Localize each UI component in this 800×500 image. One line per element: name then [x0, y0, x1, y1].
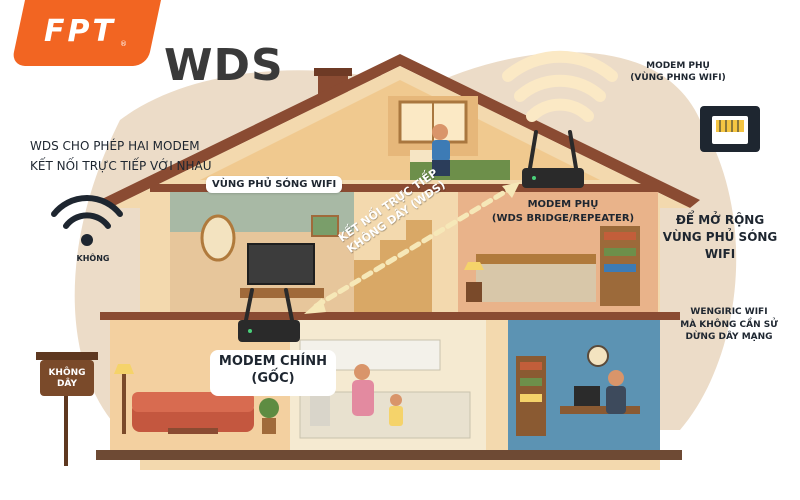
tv	[247, 243, 315, 285]
secondary-modem-line-2: (WDS BRIDGE/REPEATER)	[491, 212, 635, 224]
router-icon	[522, 130, 584, 188]
secondary-modem-label: MODEM PHỤ (WDS BRIDGE/REPEATER)	[488, 198, 638, 234]
right-top-line-2: (VÙNG PHNG WIFI)	[630, 73, 726, 84]
sign-line-2: DÂY	[56, 379, 78, 390]
wifi-caption: KHÔNG	[76, 254, 110, 263]
right-middle-line-3: WIFI	[704, 246, 736, 261]
ethernet-port-icon	[700, 106, 760, 152]
right-bottom-line-3: DỪNG DÂY MẠNG	[685, 332, 773, 343]
upper-floor-divider	[150, 184, 660, 192]
main-modem-line-2: (GỐC)	[251, 370, 295, 386]
right-bottom-caption: WENGIRIC WIFI MÀ KHÔNG CẦN SỬ DỪNG DÂY M…	[664, 306, 794, 344]
sign-text: KHÔNG DÂY	[42, 368, 92, 391]
page-title: WDS	[164, 40, 284, 91]
foundation	[96, 450, 682, 460]
logo-registered-mark: ®	[120, 40, 127, 48]
right-top-line-1: MODEM PHỤ	[646, 61, 710, 71]
right-middle-caption: ĐỂ MỞ RỘNG VÙNG PHỦ SÓNG WIFI	[652, 212, 788, 262]
fpt-logo-text: FPT	[44, 14, 116, 49]
secondary-modem-line-1: MODEM PHỤ	[527, 199, 599, 210]
mirror	[200, 214, 236, 262]
ground-floor-divider	[100, 312, 680, 320]
description: WDS CHO PHÉP HAI MODEM KẾT NỐI TRỰC TIẾP…	[30, 136, 212, 177]
stairs	[354, 220, 432, 312]
description-line-1: WDS CHO PHÉP HAI MODEM	[30, 139, 200, 153]
sign-board	[36, 352, 98, 466]
router-icon	[238, 288, 300, 342]
main-modem-label: MODEM CHÍNH (GỐC)	[210, 350, 336, 396]
right-top-caption: MODEM PHỤ (VÙNG PHNG WIFI)	[618, 60, 738, 84]
wds-link-line	[313, 187, 511, 309]
right-bottom-line-1: WENGIRIC WIFI	[690, 307, 768, 317]
sign-line-1: KHÔNG	[48, 368, 86, 378]
wifi-icon	[51, 195, 123, 246]
main-modem-line-1: MODEM CHÍNH	[218, 354, 328, 369]
right-middle-line-2: VÙNG PHỦ SÓNG	[662, 229, 778, 244]
coverage-label: VÙNG PHỦ SÓNG WIFI	[206, 176, 343, 193]
description-line-2: KẾT NỐI TRỰC TIẾP VỚI NHAU	[30, 159, 212, 174]
right-bottom-line-2: MÀ KHÔNG CẦN SỬ	[680, 319, 778, 330]
right-middle-line-1: ĐỂ MỞ RỘNG	[675, 213, 765, 227]
wifi-waves-icon	[502, 50, 618, 122]
